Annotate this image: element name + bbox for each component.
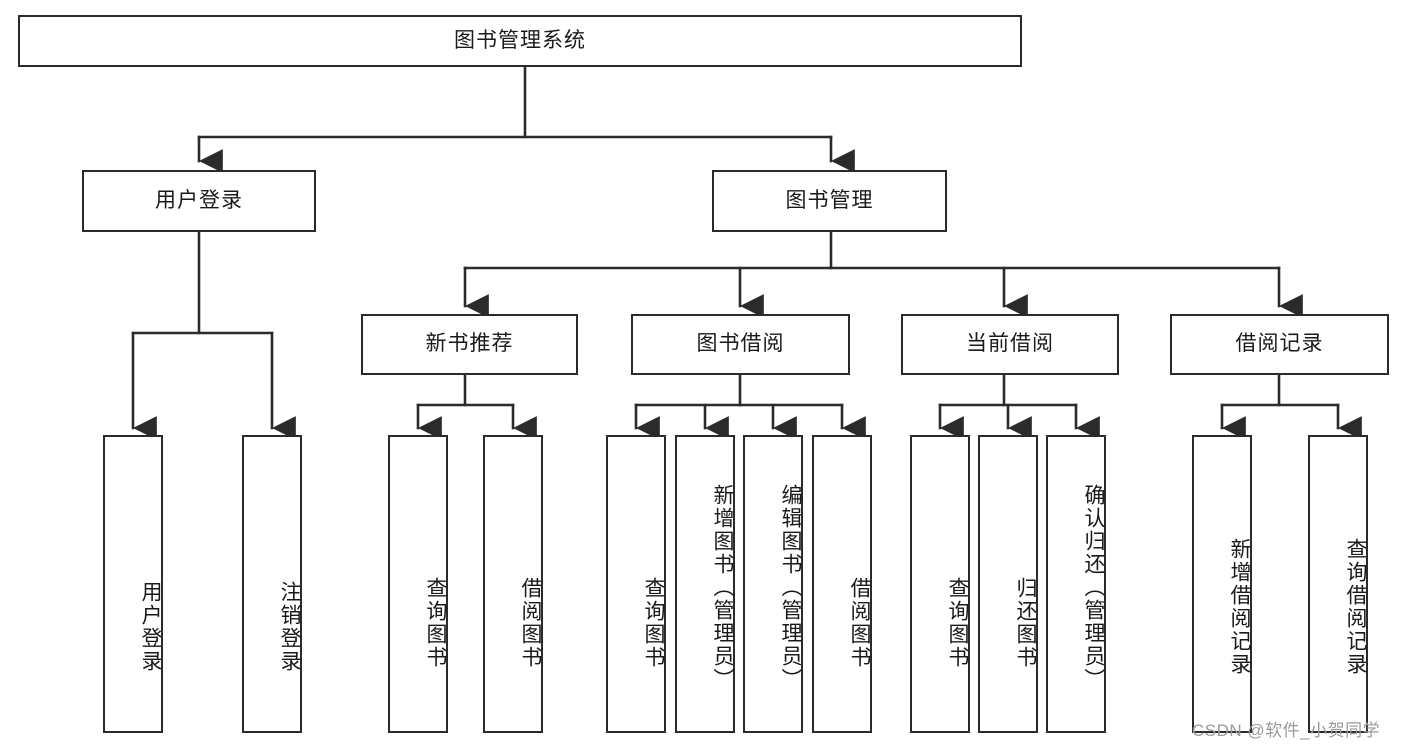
node-user-login[interactable]: 用户登录	[82, 170, 316, 232]
node-current-borrow[interactable]: 当前借阅	[901, 314, 1119, 375]
node-leaf-borrow-book-1-label: 借阅图书	[519, 577, 542, 669]
node-book-management[interactable]: 图书管理	[712, 170, 947, 232]
node-leaf-edit-book[interactable]: 编辑图书（管理员）	[743, 435, 803, 733]
node-leaf-user-login-label: 用户登录	[139, 580, 162, 673]
node-book-borrow[interactable]: 图书借阅	[631, 314, 850, 375]
node-leaf-query-book-3-label: 查询图书	[946, 577, 969, 669]
node-leaf-user-logout[interactable]: 注销登录	[242, 435, 302, 733]
node-leaf-query-book-1-label: 查询图书	[424, 577, 447, 669]
node-user-login-label: 用户登录	[155, 188, 243, 212]
node-leaf-return-book-label: 归还图书	[1014, 577, 1037, 669]
node-leaf-borrow-book-2[interactable]: 借阅图书	[812, 435, 872, 733]
node-leaf-user-login[interactable]: 用户登录	[103, 435, 163, 733]
node-leaf-return-book[interactable]: 归还图书	[978, 435, 1038, 733]
node-leaf-add-record[interactable]: 新增借阅记录	[1192, 435, 1252, 733]
node-current-borrow-label: 当前借阅	[966, 332, 1054, 356]
node-leaf-borrow-book-1[interactable]: 借阅图书	[483, 435, 543, 733]
node-leaf-query-book-1[interactable]: 查询图书	[388, 435, 448, 733]
node-borrow-record-label: 借阅记录	[1235, 332, 1324, 356]
node-leaf-query-record-label: 查询借阅记录	[1344, 538, 1367, 676]
node-root-label: 图书管理系统	[454, 28, 586, 52]
node-leaf-add-record-label: 新增借阅记录	[1228, 538, 1251, 676]
node-leaf-confirm-return[interactable]: 确认归还（管理员）	[1046, 435, 1106, 733]
node-leaf-edit-book-label: 编辑图书（管理员）	[779, 483, 802, 691]
node-leaf-query-book-2-label: 查询图书	[642, 577, 665, 669]
node-leaf-add-book[interactable]: 新增图书（管理员）	[675, 435, 735, 733]
node-new-book-recommend-label: 新书推荐	[425, 332, 514, 356]
node-borrow-record[interactable]: 借阅记录	[1170, 314, 1389, 375]
node-leaf-user-logout-label: 注销登录	[278, 580, 301, 673]
node-root[interactable]: 图书管理系统	[18, 15, 1022, 67]
node-book-management-label: 图书管理	[785, 188, 874, 212]
node-leaf-borrow-book-2-label: 借阅图书	[848, 577, 871, 669]
node-book-borrow-label: 图书借阅	[696, 332, 785, 356]
node-leaf-query-record[interactable]: 查询借阅记录	[1308, 435, 1368, 733]
node-new-book-recommend[interactable]: 新书推荐	[361, 314, 578, 375]
node-leaf-query-book-3[interactable]: 查询图书	[910, 435, 970, 733]
watermark-text: CSDN @软件_小贺同学	[1192, 721, 1381, 740]
node-leaf-query-book-2[interactable]: 查询图书	[606, 435, 666, 733]
node-leaf-add-book-label: 新增图书（管理员）	[711, 483, 734, 691]
node-leaf-confirm-return-label: 确认归还（管理员）	[1082, 483, 1105, 691]
